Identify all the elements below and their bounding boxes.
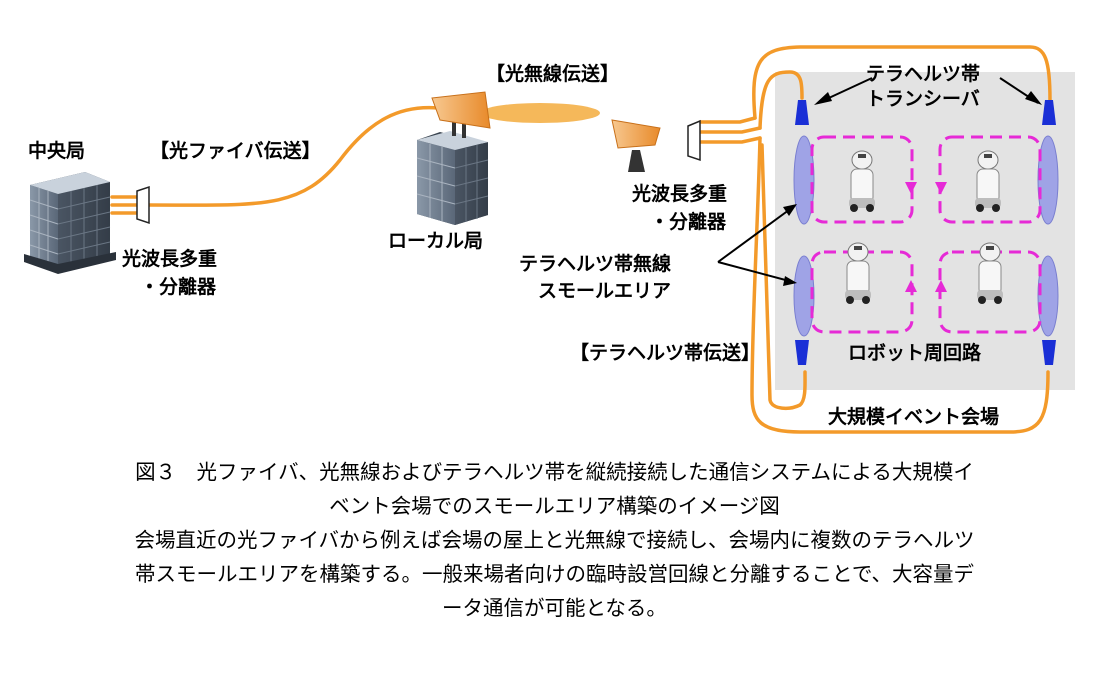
central-office-building-icon [24,172,116,274]
central-office-label: 中央局 [28,139,85,162]
optical-wireless-beam [480,103,600,123]
thz-transceivers [795,100,1056,365]
thz-small-area-label-1: テラヘルツ帯無線 [519,252,671,275]
event-venue-label: 大規模イベント会場 [828,405,999,428]
thz-transceiver-label-2: トランシーバ [866,88,980,110]
robot-icon [977,242,1003,304]
fiber-transmission-label: 【光ファイバ伝送】 [150,139,321,162]
caption-line: 帯スモールエリアを構築する。一般来場者向けの臨時設営回線と分離することで、大容量… [134,562,975,586]
wdm-right-label-2: ・分離器 [650,210,727,233]
transceiver-icon [1042,340,1056,365]
robot-icon [845,242,871,304]
figure-caption: 図３ 光ファイバ、光無線およびテラヘルツ帯を縦続接続した通信システムによる大規模… [0,455,1109,625]
transceiver-icon [1042,100,1056,125]
robots [845,150,1003,304]
thz-small-area-label-2: スモールエリア [538,280,671,302]
wdm-right-label-1: 光波長多重 [631,182,727,205]
transceiver-icon [795,100,809,125]
wdm-left-label-2: ・分離器 [140,275,217,298]
robot-loop-label: ロボット周回路 [848,341,982,364]
optical-wireless-label: 【光無線伝送】 [486,62,619,85]
wdm-right-icon [687,119,701,162]
optical-antenna-left-icon [431,91,491,129]
robot-icon [849,150,875,212]
caption-line: ベント会場でのスモールエリア構築のイメージ図 [329,494,780,518]
arrow-heads [783,91,1042,286]
system-diagram: 中央局 【光ファイバ伝送】 【光無線伝送】 ローカル局 光波長多重 ・分離器 光… [24,45,1075,434]
optical-antenna-right-icon [611,119,661,172]
caption-line: 会場直近の光ファイバから例えば会場の屋上と光無線で接続し、会場内に複数のテラヘル… [134,528,975,552]
robot-icon [975,150,1001,212]
thz-transceiver-label-1: テラヘルツ帯 [866,62,980,85]
thz-beams [793,135,1059,337]
venue-area [775,72,1075,390]
transceiver-icon [795,340,809,365]
local-office-building-icon [416,118,489,225]
local-office-label: ローカル局 [388,230,483,252]
caption-line: ータ通信が可能となる。 [442,596,667,620]
thz-transmission-label: 【テラヘルツ帯伝送】 [570,341,760,364]
wdm-left-icon [136,185,150,225]
loop-direction-arrows [905,182,947,292]
fiber-lines [110,45,1052,434]
caption-line: 図３ 光ファイバ、光無線およびテラヘルツ帯を縦続接続した通信システムによる大規模… [135,460,974,484]
wdm-left-label-1: 光波長多重 [121,247,217,270]
